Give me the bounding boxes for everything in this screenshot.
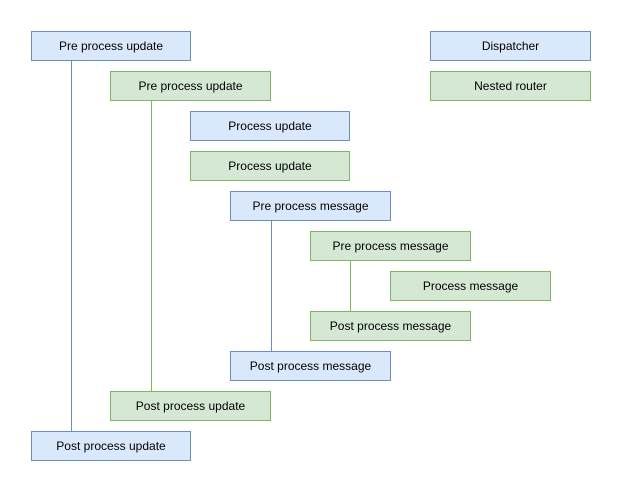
lifeline-pre-post-process-update-green xyxy=(151,101,152,391)
node-label: Process update xyxy=(228,118,312,133)
node-process-update-green: Process update xyxy=(190,151,350,181)
node-post-process-update-green: Post process update xyxy=(110,391,271,421)
node-label: Process update xyxy=(228,158,312,173)
node-post-process-message-blue: Post process message xyxy=(230,351,391,381)
lifeline-pre-post-process-update-blue xyxy=(71,61,72,431)
node-label: Pre process update xyxy=(138,78,243,93)
node-label: Post process message xyxy=(329,318,452,333)
node-label: Post process update xyxy=(135,398,246,413)
node-label: Pre process message xyxy=(252,198,369,213)
node-pre-process-update-blue: Pre process update xyxy=(31,31,191,61)
node-process-update-blue: Process update xyxy=(190,111,350,141)
node-label: Dispatcher xyxy=(481,38,540,53)
lifeline-pre-post-process-message-green xyxy=(350,261,351,311)
node-pre-process-message-green: Pre process message xyxy=(310,231,471,261)
node-post-process-update-blue: Post process update xyxy=(31,431,191,461)
node-pre-process-update-green: Pre process update xyxy=(110,71,271,101)
node-label: Pre process update xyxy=(58,38,164,53)
node-label: Nested router xyxy=(474,78,547,93)
node-process-message-green: Process message xyxy=(390,271,551,301)
node-label: Post process update xyxy=(56,438,166,453)
node-pre-process-message-blue: Pre process message xyxy=(230,191,391,221)
lifeline-pre-post-process-message-blue xyxy=(271,221,272,351)
node-dispatcher-blue: Dispatcher xyxy=(430,31,591,61)
node-label: Post process message xyxy=(249,358,372,373)
node-label: Pre process message xyxy=(332,238,449,253)
node-label: Process message xyxy=(422,278,519,293)
node-nested-router-green: Nested router xyxy=(430,71,591,101)
node-post-process-message-green: Post process message xyxy=(310,311,471,341)
